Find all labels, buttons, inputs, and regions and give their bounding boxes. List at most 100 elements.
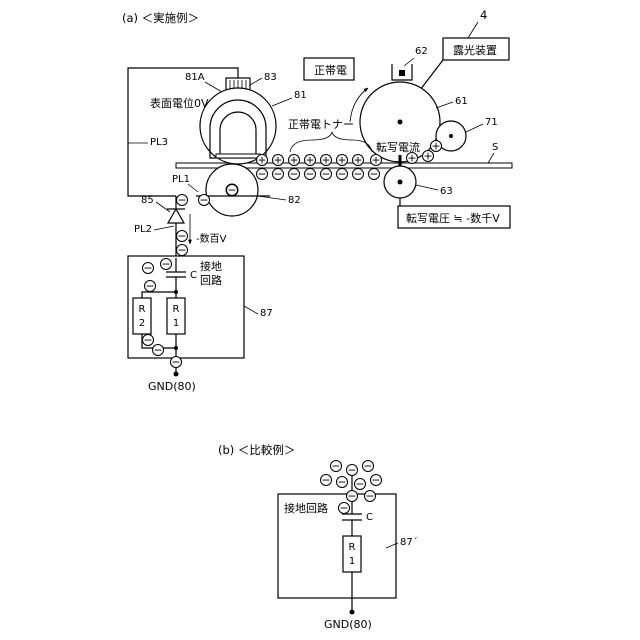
minus-charge: − [227,184,238,197]
plus-charge: + [371,154,382,167]
svg-text:+: + [305,154,314,167]
svg-text:−: − [199,194,208,207]
photo-drum-axis [398,120,403,125]
plus-charge: + [289,154,300,167]
roller-71-axis [449,134,453,138]
sensor-leader [250,78,262,85]
panel-b: (b) ＜比較例＞ 接地回路 C R 1 87´ GND(80) − − − −… [218,443,418,631]
plus-charge: + [353,154,364,167]
pl2-leader [154,226,174,230]
minus-charge: − [363,460,374,473]
circuit-ref: 87 [260,308,273,319]
svg-text:−: − [177,244,186,257]
exposure-device-label: 露光装置 [453,43,497,57]
resistor-r2-label-b: 2 [139,318,145,329]
svg-text:+: + [321,154,330,167]
svg-text:−: − [273,168,282,181]
svg-text:−: − [257,168,266,181]
minus-charge: − [145,280,156,293]
diode-ref: 85 [141,195,154,206]
transfer-roller-axis [398,180,403,185]
roller-71-leader [466,124,483,132]
gnd-node-b [350,610,355,615]
drum-81-ref: 81 [294,90,307,101]
minus-charge: − [143,262,154,275]
svg-text:+: + [337,154,346,167]
svg-text:−: − [143,334,152,347]
minus-charge: − [353,168,364,181]
sheet-leader [488,153,494,163]
svg-text:−: − [337,476,346,489]
svg-text:−: − [177,194,186,207]
diode [168,209,184,223]
plus-charge: + [305,154,316,167]
svg-text:+: + [407,152,416,165]
svg-text:−: − [289,168,298,181]
svg-text:+: + [353,154,362,167]
junction-bottom [174,346,178,350]
svg-text:−: − [227,184,236,197]
plus-charge: + [407,152,418,165]
surface-potential-label: 表面電位0V [150,96,209,110]
minus-charge: − [321,168,332,181]
minus-charge: − [257,168,268,181]
resistor-r1-b-label-a: R [349,542,356,553]
junction-top [174,290,178,294]
plus-charge: + [321,154,332,167]
toner-brace [290,132,372,152]
ground-circuit-label-1: 接地 [200,260,222,273]
minus-charge: − [339,502,350,515]
svg-text:−: − [347,490,356,503]
svg-text:−: − [363,460,372,473]
sheet-ref: S [492,142,498,153]
pl1-label: PL1 [172,174,190,185]
photo-drum-ref: 61 [455,96,468,107]
sensor-ref: 83 [264,72,277,83]
transfer-roller-leader [416,185,438,190]
minus-charge: − [177,244,188,257]
minus-charge: − [177,194,188,207]
exposure-light-line [420,60,443,90]
minus-charge: − [153,344,164,357]
svg-text:+: + [257,154,266,167]
minus-charge: − [199,194,210,207]
minus-charge: − [369,168,380,181]
transfer-roller-ref: 63 [440,186,453,197]
exposure-ref-leader [468,22,478,38]
minus-charge: − [337,168,348,181]
svg-text:+: + [289,154,298,167]
svg-text:+: + [273,154,282,167]
drum-81a-ref: 81A [185,72,205,83]
cleaning-drum-base [216,154,260,158]
gnd-node [174,372,179,377]
resistor-r2-label-a: R [139,304,146,315]
minus-charge: − [171,356,182,369]
panel-b-caption: (b) ＜比較例＞ [218,443,295,457]
gnd-label: GND(80) [148,380,196,393]
drum-81a-leader [205,82,222,92]
svg-text:−: − [347,464,356,477]
circuit-ref-leader [244,306,258,314]
svg-text:−: − [321,474,330,487]
svg-text:−: − [171,356,180,369]
svg-text:+: + [431,140,440,153]
charger-wire [399,70,405,76]
svg-text:−: − [337,168,346,181]
pl3-label: PL3 [150,137,168,148]
transfer-voltage-label: 転写電圧 ≒ -数千V [406,212,500,225]
capacitor-b-label: C [366,512,373,523]
charger-ref: 62 [415,46,428,57]
minus-charge: − [337,476,348,489]
ground-circuit-label-2: 回路 [200,274,222,287]
minus-charge: − [365,490,376,503]
svg-text:−: − [365,490,374,503]
svg-text:−: − [353,168,362,181]
svg-text:−: − [153,344,162,357]
svg-text:−: − [305,168,314,181]
minus-charge: − [161,258,172,271]
positive-charge-label: 正帯電 [314,64,347,77]
panel-a-caption: (a) ＜実施例＞ [122,11,199,25]
collection-roller-ref: 82 [288,195,301,206]
gnd-label-b: GND(80) [324,618,372,631]
